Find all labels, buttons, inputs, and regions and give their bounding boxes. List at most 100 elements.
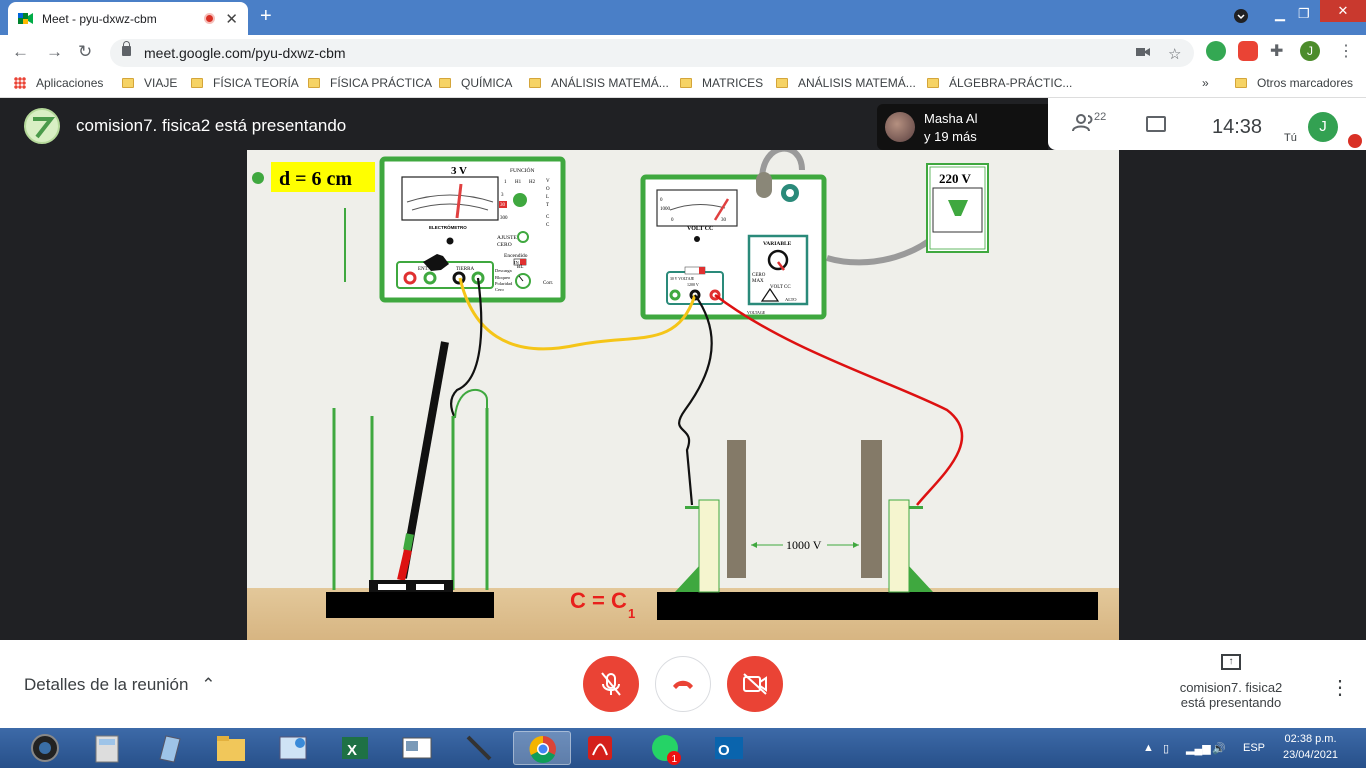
leave-call-button[interactable] bbox=[655, 656, 711, 712]
new-tab-button[interactable]: + bbox=[260, 5, 272, 27]
input-language[interactable]: ESP bbox=[1243, 742, 1266, 754]
tab-search-icon[interactable] bbox=[1232, 0, 1250, 28]
svg-text:0: 0 bbox=[660, 198, 663, 203]
svg-text:Descarga: Descarga bbox=[495, 268, 512, 273]
electrometer-needle bbox=[455, 183, 463, 219]
reload-icon[interactable]: ↻ bbox=[78, 42, 93, 61]
meeting-clock: 14:38 bbox=[1212, 116, 1263, 138]
variable-voltage-knob[interactable] bbox=[767, 249, 789, 271]
participant-avatar bbox=[885, 112, 915, 142]
bookmark-matrices[interactable]: MATRICES bbox=[680, 76, 763, 90]
supply-terminal-ground[interactable] bbox=[669, 289, 681, 301]
zero-adjust-knob[interactable] bbox=[517, 231, 529, 243]
bookmark-other[interactable]: Otros marcadores bbox=[1235, 76, 1353, 90]
network-app-icon[interactable] bbox=[264, 731, 322, 765]
bookmark-star-icon[interactable]: ☆ bbox=[1168, 46, 1182, 63]
whatsapp-badge: 1 bbox=[672, 754, 678, 765]
outlook-icon[interactable]: O bbox=[700, 731, 758, 765]
extension-stop-icon[interactable] bbox=[1238, 41, 1258, 61]
minimize-window-icon[interactable]: ▁ bbox=[1275, 6, 1285, 21]
more-options-icon[interactable]: ⋮ bbox=[1330, 677, 1350, 699]
svg-text:1: 1 bbox=[504, 180, 507, 185]
chat-icon[interactable] bbox=[1146, 116, 1166, 132]
svg-text:C: C bbox=[546, 223, 550, 228]
slide-number-icon bbox=[252, 172, 264, 184]
excel-icon[interactable]: X bbox=[326, 731, 384, 765]
browser-menu-icon[interactable]: ⋮ bbox=[1338, 43, 1354, 60]
whatsapp-icon[interactable]: 1 bbox=[636, 731, 694, 765]
signal-icon[interactable]: ▂▄▆ bbox=[1186, 743, 1211, 755]
browser-tab-meet[interactable]: Meet - pyu-dxwz-cbm ✕ bbox=[8, 2, 248, 35]
svg-text:X: X bbox=[347, 742, 357, 759]
calculator-icon[interactable] bbox=[78, 731, 136, 765]
lock-icon bbox=[122, 41, 131, 56]
terminal-black[interactable] bbox=[452, 271, 466, 285]
restore-window-icon[interactable]: ❐ bbox=[1298, 6, 1310, 21]
profile-avatar[interactable]: J bbox=[1300, 41, 1320, 61]
bookmark-analisis-1[interactable]: ANÁLISIS MATEMÁ... bbox=[529, 76, 669, 90]
capacitor: 1000 V bbox=[657, 440, 1098, 620]
volume-icon[interactable]: 🔊 bbox=[1212, 743, 1226, 755]
back-icon[interactable]: ← bbox=[12, 42, 29, 61]
microphone-toggle-button[interactable] bbox=[583, 656, 639, 712]
bookmark-apps[interactable]: Aplicaciones bbox=[14, 76, 103, 90]
show-hidden-icons-icon[interactable]: ▲ bbox=[1143, 742, 1154, 754]
svg-text:30 V VOLTAJE: 30 V VOLTAJE bbox=[670, 277, 695, 281]
camera-toggle-button[interactable] bbox=[727, 656, 783, 712]
stylus-app-icon[interactable] bbox=[450, 731, 508, 765]
experiment-drawing: d = 6 cm 3 V ELECTRÓMETRO FUNCIÓN 30 30 … bbox=[252, 150, 1098, 621]
presentation-app-icon[interactable] bbox=[388, 731, 446, 765]
capacitance-subscript: 1 bbox=[628, 606, 635, 621]
terminal-red[interactable] bbox=[403, 271, 417, 285]
folder-icon bbox=[529, 78, 541, 88]
bookmark-quimica[interactable]: QUÍMICA bbox=[439, 76, 512, 90]
address-bar[interactable]: meet.google.com/pyu-dxwz-cbm ☆ bbox=[110, 39, 1194, 67]
notepad-icon[interactable] bbox=[140, 731, 198, 765]
svg-text:TIERRA: TIERRA bbox=[456, 267, 474, 272]
webcam-app-icon[interactable] bbox=[16, 731, 74, 765]
presentation-status[interactable]: ↑ comision7. fisica2 está presentando bbox=[1179, 654, 1283, 710]
bookmark-algebra[interactable]: ÁLGEBRA-PRÁCTIC... bbox=[927, 76, 1072, 90]
mains-socket: 220 V bbox=[926, 163, 989, 253]
close-tab-icon[interactable]: ✕ bbox=[225, 11, 238, 28]
folder-icon bbox=[776, 78, 788, 88]
svg-text:Corr.: Corr. bbox=[543, 281, 553, 286]
chevron-up-icon: ⌃ bbox=[201, 675, 216, 694]
browser-tab-bar: Meet - pyu-dxwz-cbm ✕ + ▁ ❐ ✕ bbox=[0, 0, 1366, 35]
terminal-green[interactable] bbox=[423, 271, 437, 285]
file-explorer-icon[interactable] bbox=[202, 731, 260, 765]
bookmark-fisica-practica[interactable]: FÍSICA PRÁCTICA bbox=[308, 76, 432, 90]
svg-text:300: 300 bbox=[500, 216, 508, 221]
device-icon[interactable]: ▯ bbox=[1163, 743, 1170, 755]
forward-icon[interactable]: → bbox=[46, 42, 63, 61]
bookmarks-overflow-button[interactable]: » bbox=[1202, 76, 1209, 90]
participant-count: 22 bbox=[1094, 111, 1107, 123]
participant-more: y 19 más bbox=[924, 129, 977, 144]
extensions-puzzle-icon[interactable]: ✚ bbox=[1270, 43, 1284, 60]
folder-icon bbox=[122, 78, 134, 88]
svg-text:H2: H2 bbox=[529, 180, 536, 185]
camera-icon[interactable] bbox=[1136, 45, 1150, 62]
acrobat-icon[interactable] bbox=[571, 731, 629, 765]
extension-check-icon[interactable] bbox=[1206, 41, 1226, 61]
svg-text:C: C bbox=[546, 215, 550, 220]
presenter-avatar bbox=[24, 108, 60, 144]
svg-text:V: V bbox=[546, 179, 550, 184]
svg-text:O: O bbox=[546, 187, 550, 192]
chrome-taskbar-icon[interactable] bbox=[513, 731, 571, 765]
muted-mic-icon bbox=[1348, 134, 1362, 148]
function-knob[interactable] bbox=[513, 193, 527, 207]
close-window-icon[interactable]: ✕ bbox=[1320, 0, 1366, 22]
bookmark-analisis-2[interactable]: ANÁLISIS MATEMÁ... bbox=[776, 76, 916, 90]
active-speaker-chip[interactable]: Masha Al y 19 más bbox=[877, 104, 1048, 150]
taskbar-clock[interactable]: 02:38 p.m. 23/04/2021 bbox=[1283, 733, 1339, 761]
bookmark-viaje[interactable]: VIAJE bbox=[122, 76, 177, 90]
capacitance-label: C = C bbox=[570, 588, 627, 613]
electrometer-brand: ELECTRÓMETRO bbox=[429, 223, 467, 230]
folder-icon bbox=[191, 78, 203, 88]
bookmark-fisica-teoria[interactable]: FÍSICA TEORÍA bbox=[191, 76, 299, 90]
svg-text:VOLTAGE: VOLTAGE bbox=[747, 310, 766, 315]
people-icon[interactable] bbox=[1072, 114, 1096, 137]
user-avatar[interactable]: J bbox=[1308, 112, 1338, 142]
meeting-details-button[interactable]: Detalles de la reunión ⌃ bbox=[24, 675, 216, 694]
